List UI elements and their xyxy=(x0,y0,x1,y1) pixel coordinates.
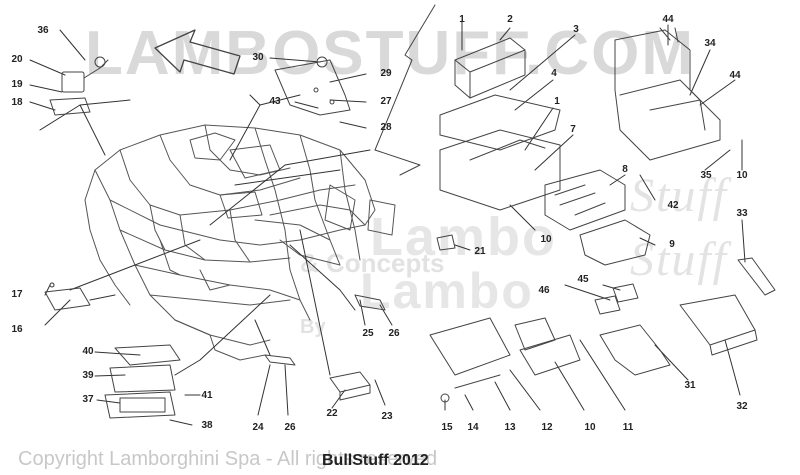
callout-22: 22 xyxy=(326,408,338,419)
callout-46: 46 xyxy=(538,285,550,296)
chassis-frame xyxy=(84,124,396,361)
callout-44: 44 xyxy=(662,14,674,25)
component-box-22 xyxy=(329,371,371,401)
callout-8: 8 xyxy=(622,164,628,175)
component-module-40-37 xyxy=(104,344,181,419)
callout-1: 1 xyxy=(459,14,465,25)
callout-41: 41 xyxy=(201,390,213,401)
callout-20: 20 xyxy=(11,54,23,65)
copyright-notice: Copyright Lamborghini Spa - All rights r… xyxy=(18,448,438,470)
callout-16: 16 xyxy=(11,324,23,335)
component-cover-9 xyxy=(579,219,651,266)
component-module-32 xyxy=(679,294,758,356)
callout-3: 3 xyxy=(573,24,579,35)
watermark-brand-2: Lambo xyxy=(360,263,534,319)
callout-36: 36 xyxy=(37,25,49,36)
component-panels-12 xyxy=(429,317,581,376)
callout-13: 13 xyxy=(504,422,516,433)
component-clips-25-26 xyxy=(264,294,386,366)
callout-10: 10 xyxy=(736,170,748,181)
callout-12: 12 xyxy=(541,422,553,433)
component-plates-45-46 xyxy=(594,283,639,315)
callout-7: 7 xyxy=(570,124,576,135)
callout-15: 15 xyxy=(441,422,453,433)
watermark-script: Stuff xyxy=(630,169,729,222)
callout-17: 17 xyxy=(11,289,23,300)
callout-39: 39 xyxy=(82,370,94,381)
callout-1: 1 xyxy=(554,96,560,107)
callout-23: 23 xyxy=(381,411,393,422)
component-tray-3 xyxy=(439,94,561,211)
callout-11: 11 xyxy=(622,422,634,433)
callout-32: 32 xyxy=(736,401,748,412)
callout-42: 42 xyxy=(667,200,679,211)
callout-19: 19 xyxy=(11,79,23,90)
watermark-script-2: Stuff xyxy=(630,233,729,286)
callout-24: 24 xyxy=(252,422,264,433)
callout-25: 25 xyxy=(362,328,374,339)
callout-2: 2 xyxy=(507,14,513,25)
component-plate-16 xyxy=(44,287,91,311)
callout-45: 45 xyxy=(577,274,589,285)
callout-9: 9 xyxy=(669,239,675,250)
bullstuff-stamp: BullStuff 2012 xyxy=(322,452,429,469)
callout-33: 33 xyxy=(736,208,748,219)
callout-18: 18 xyxy=(11,97,23,108)
callout-10: 10 xyxy=(584,422,596,433)
callout-30: 30 xyxy=(252,52,264,63)
callout-26: 26 xyxy=(284,422,296,433)
callout-40: 40 xyxy=(82,346,94,357)
callout-27: 27 xyxy=(380,96,392,107)
callout-34: 34 xyxy=(704,38,716,49)
component-bolt-17 xyxy=(49,282,55,288)
callout-31: 31 xyxy=(684,380,696,391)
component-bracket-34 xyxy=(614,27,721,161)
callout-44: 44 xyxy=(729,70,741,81)
panel-divider xyxy=(374,4,436,151)
callout-26: 26 xyxy=(388,328,400,339)
callout-14: 14 xyxy=(467,422,479,433)
callout-35: 35 xyxy=(700,170,712,181)
leader-lines xyxy=(29,19,746,426)
watermark-concepts: & Concepts xyxy=(300,248,445,278)
component-switch-21 xyxy=(436,234,456,251)
component-fasteners-13-15 xyxy=(440,374,501,403)
component-relay-8 xyxy=(544,169,626,231)
callout-38: 38 xyxy=(201,420,213,431)
callout-37: 37 xyxy=(82,394,94,405)
component-bracket-29 xyxy=(274,56,351,116)
callout-21: 21 xyxy=(474,246,486,257)
watermark-site: LAMBOSTUFF.COM xyxy=(85,19,696,88)
direction-arrow xyxy=(154,29,241,75)
callout-10: 10 xyxy=(540,234,552,245)
component-bracket-33 xyxy=(737,257,776,296)
callout-4: 4 xyxy=(551,68,557,79)
component-bracket-19 xyxy=(49,97,91,116)
component-bracket-31 xyxy=(599,324,671,376)
watermark-brand: Lambo xyxy=(370,207,558,267)
callout-43: 43 xyxy=(269,96,281,107)
callout-28: 28 xyxy=(380,122,392,133)
component-sensor-36 xyxy=(61,56,109,93)
callout-29: 29 xyxy=(380,68,392,79)
component-ecu-2 xyxy=(454,37,526,99)
